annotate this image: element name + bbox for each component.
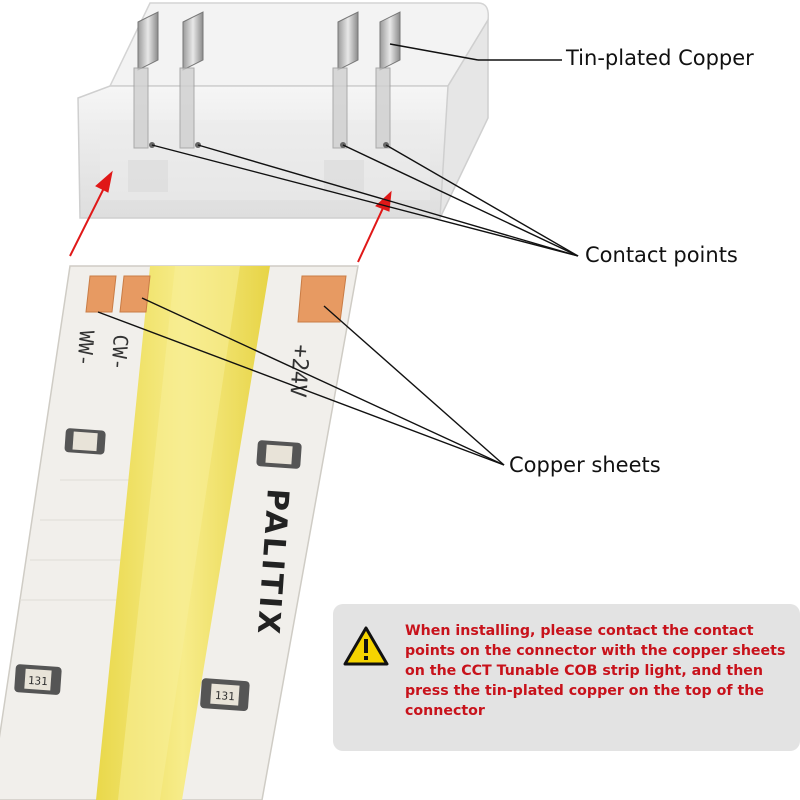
pad-label-cw: CW- [106, 334, 132, 372]
copper-pad [297, 275, 347, 323]
warning-triangle-icon [343, 626, 389, 666]
copper-sheets [85, 275, 347, 323]
pad-label-ww: WW- [72, 330, 98, 368]
pin [179, 11, 204, 149]
label-tin-plated-copper: Tin-plated Copper [566, 46, 754, 70]
label-copper-sheets: Copper sheets [509, 453, 661, 477]
pin [332, 11, 359, 149]
resistor: 131 [14, 664, 62, 695]
pin [375, 11, 401, 149]
resistors: 131 131 [14, 428, 302, 712]
tin-plated-pins [133, 11, 401, 149]
resistor [64, 428, 106, 455]
label-contact-points: Contact points [585, 243, 738, 267]
arrow-icon [69, 170, 113, 257]
copper-pad [119, 275, 151, 313]
resistor-code: 131 [214, 689, 235, 703]
copper-pad [85, 275, 117, 313]
notice-text: When installing, please contact the cont… [405, 623, 786, 719]
installation-notice: When installing, please contact the cont… [333, 604, 800, 751]
cob-strip: 131 131 WW- CW- +24V PALITIX [0, 265, 359, 800]
red-arrows [69, 170, 392, 263]
leader-lines [97, 43, 579, 466]
resistor: 131 [200, 678, 250, 712]
resistor-code: 131 [27, 674, 48, 688]
resistor [256, 440, 302, 469]
pin [133, 11, 159, 149]
